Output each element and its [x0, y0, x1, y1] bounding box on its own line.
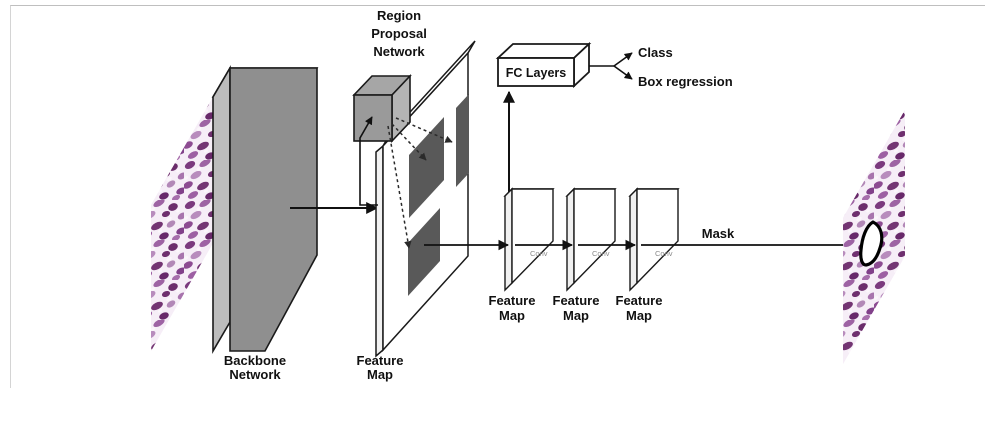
proposal-region-1 [456, 94, 469, 187]
dotted-edge-to-proposal-3 [387, 125, 412, 249]
mask-output-label: Mask [702, 226, 735, 241]
rpn-label-line2: Proposal [371, 26, 427, 41]
class-output-label: Class [638, 45, 673, 60]
conv-feature-map-1-label-line1: Feature [489, 293, 536, 308]
rpn-proposal-dotted-edges [387, 117, 453, 249]
rpn-label-line1: Region [377, 8, 421, 23]
conv-feature-map-2-label-line1: Feature [553, 293, 600, 308]
proposal-region-3 [408, 208, 440, 296]
conv-label-2: Conv [592, 249, 610, 258]
conv-feature-map-2-label-line2: Map [563, 308, 589, 323]
backbone-network-label-line2: Network [229, 367, 281, 382]
backbone-network-label-line1: Backbone [224, 353, 286, 368]
branch-to-box-regression [613, 65, 633, 80]
conv-label-1: Conv [530, 249, 548, 258]
dotted-edge-to-proposal-2 [391, 123, 427, 161]
feature-map-main-label-line2: Map [367, 367, 393, 382]
conv-feature-map-2: Feature Map [553, 187, 617, 323]
edge-rpn-to-feature-map [359, 116, 378, 206]
fc-layers-box: FC Layers [495, 41, 592, 89]
branch-to-class [613, 52, 633, 67]
conv-feature-map-1-label-line2: Map [499, 308, 525, 323]
feature-map-main-label-line1: Feature [357, 353, 404, 368]
backbone-network-slab: Backbone Network [211, 65, 319, 382]
proposal-region-2 [409, 117, 444, 218]
output-image-plane [843, 110, 905, 364]
region-proposal-network-cube: Region Proposal Network [352, 8, 427, 144]
mask-branch-flow: Conv Conv Conv Mask [424, 226, 862, 258]
conv-feature-map-3: Feature Map [616, 187, 680, 323]
dotted-edge-to-proposal-1 [395, 117, 453, 143]
box-regression-output-label: Box regression [638, 74, 733, 89]
conv-feature-map-1: Feature Map [489, 187, 555, 323]
proposal-regions-group [408, 94, 469, 296]
conv-feature-map-3-label-line2: Map [626, 308, 652, 323]
conv-label-3: Conv [655, 249, 673, 258]
rpn-label-line3: Network [373, 44, 425, 59]
fc-outputs-branch: Class Box regression [589, 45, 733, 89]
mask-region-blob [859, 220, 884, 267]
fc-layers-label: FC Layers [506, 66, 566, 80]
conv-feature-map-3-label-line1: Feature [616, 293, 663, 308]
